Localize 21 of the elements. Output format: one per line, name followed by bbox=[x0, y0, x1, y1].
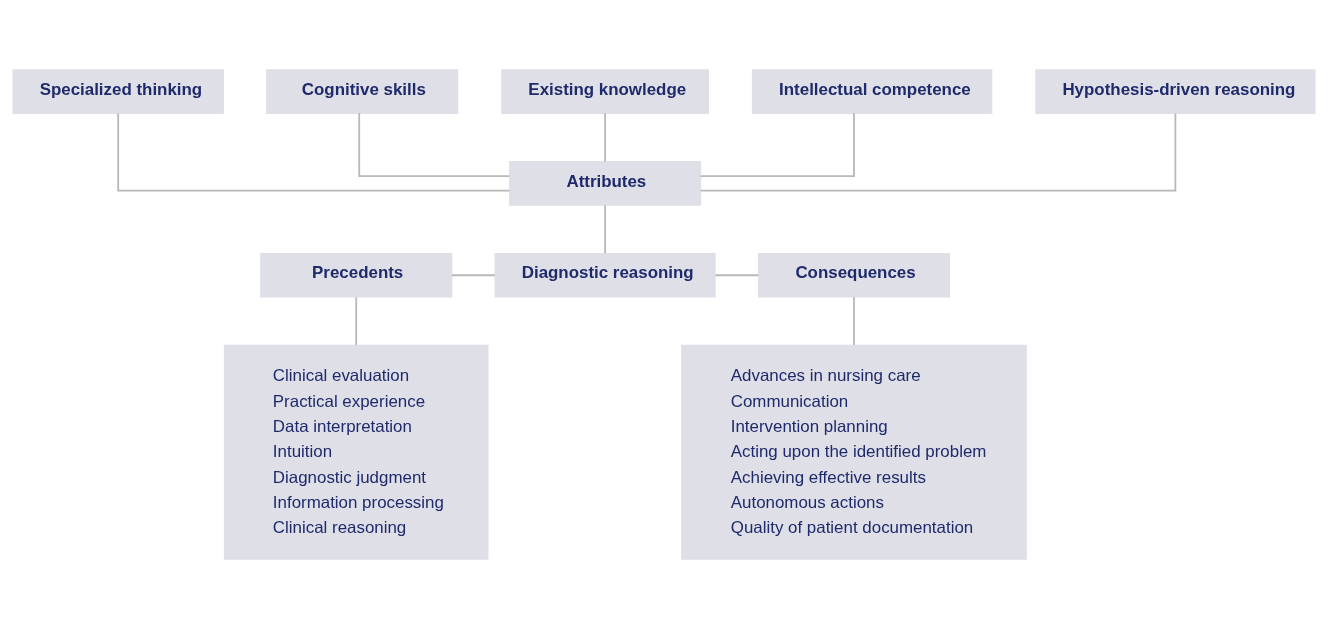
connector bbox=[604, 204, 606, 255]
node-box: Existing knowledge bbox=[501, 69, 709, 114]
connector bbox=[117, 112, 511, 192]
node-box: Intellectual competence bbox=[751, 69, 993, 114]
connector bbox=[714, 274, 760, 277]
node-box: Hypothesis-driven reasoning bbox=[1035, 69, 1316, 114]
connector bbox=[358, 112, 511, 178]
node-box: Precedents bbox=[260, 252, 453, 298]
connector bbox=[853, 296, 855, 346]
node-box: Cognitive skills bbox=[266, 69, 459, 114]
connector bbox=[699, 112, 855, 178]
node-box: Specialized thinking bbox=[12, 69, 224, 114]
connector bbox=[604, 112, 606, 163]
node-box: Consequences bbox=[757, 252, 951, 298]
connector bbox=[355, 296, 358, 346]
node-box: Attributes bbox=[509, 161, 702, 206]
connector bbox=[450, 274, 496, 277]
node-box: Diagnostic reasoning bbox=[494, 252, 716, 298]
node-box: Advances in nursing care Communication Intervention planning Acting upon the identified problem Achieving effective results Autonomous actions Quality of patient documentation bbox=[681, 344, 1027, 560]
connector bbox=[699, 112, 1177, 192]
node-box: Clinical evaluation Practical experience Data interpretation Intuition Diagnostic judgment Information processing Clinical reasoning bbox=[223, 344, 489, 560]
